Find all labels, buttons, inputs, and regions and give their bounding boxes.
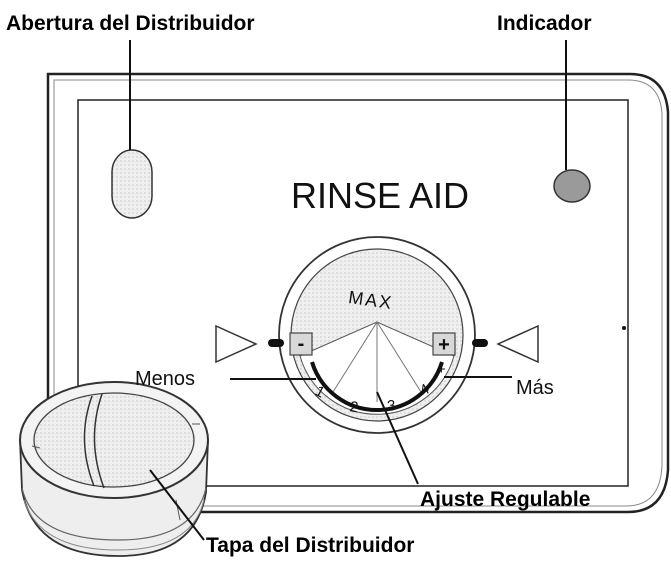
label-indicator: Indicador — [497, 12, 592, 35]
panel-title: RINSE AID — [291, 175, 469, 216]
dial-minus-mark: - — [312, 361, 317, 378]
leader-dispenser-cap — [149, 469, 205, 541]
label-adjustable-setting: Ajuste Regulable — [420, 488, 590, 511]
dial-plus-mark: + — [437, 361, 446, 378]
dial-setting-arc — [310, 361, 444, 413]
right-pointer-triangle — [496, 324, 539, 364]
leader-adjustable-setting — [376, 391, 419, 485]
dispenser-housing-inner-edge — [53, 79, 663, 507]
minus-button-sign: - — [298, 333, 305, 355]
left-pointer-triangle — [215, 324, 258, 364]
right-marker-pill — [472, 339, 488, 347]
indicator-dot — [553, 169, 591, 203]
plus-button — [432, 332, 456, 356]
label-more: Más — [516, 377, 554, 399]
label-less: Menos — [135, 368, 195, 390]
minus-button — [289, 332, 313, 356]
dial-setting-2: 2 — [348, 398, 359, 416]
left-marker-pill — [268, 339, 284, 347]
plus-button-sign: + — [438, 334, 450, 356]
label-dispenser-cap: Tapa del Distribuidor — [206, 534, 414, 557]
dispenser-opening-slot — [111, 149, 153, 219]
rinse-aid-dial — [278, 236, 476, 434]
dispenser-cap — [19, 381, 209, 557]
label-dispenser-opening: Abertura del Distribuidor — [6, 12, 255, 35]
panel-dot — [622, 326, 626, 330]
dial-setting-3: 3 — [386, 397, 397, 415]
